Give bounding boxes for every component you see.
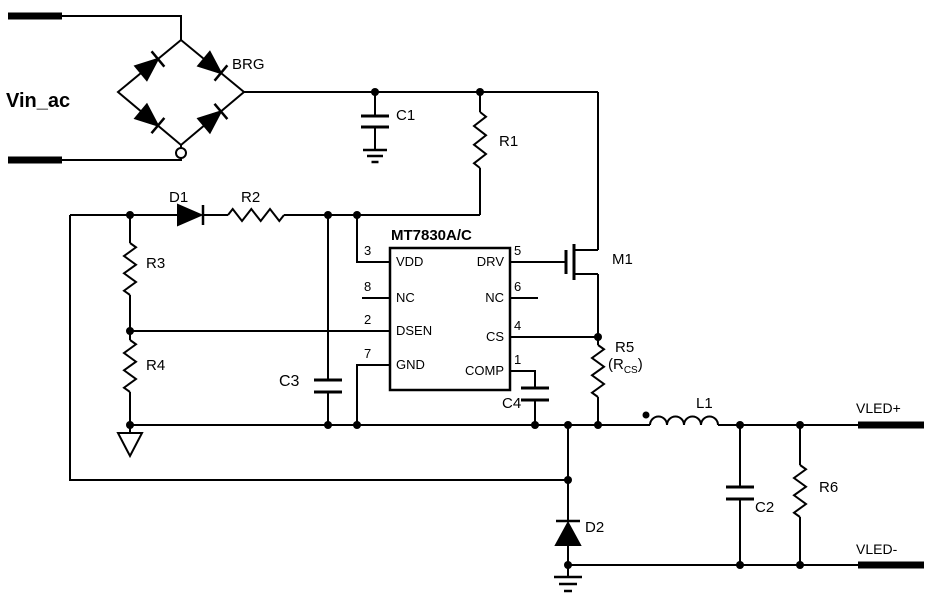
ground-earth-icon	[363, 148, 387, 164]
resistor-r4-symbol	[122, 339, 138, 433]
pin-name-gnd: GND	[396, 357, 425, 372]
resistor-r3-symbol	[122, 215, 138, 340]
vled-plus-label: VLED+	[856, 400, 901, 416]
capacitor-c4-symbol	[521, 386, 549, 425]
r5-alt-label: (RCS)	[608, 357, 643, 379]
resistor-r1-symbol	[472, 92, 488, 215]
c4-label: C4	[502, 395, 522, 412]
ground-triangle-icon	[116, 432, 144, 459]
r2-label: R2	[241, 189, 261, 206]
pin-name-nc-right: NC	[485, 290, 504, 305]
dc-bus-wire	[244, 91, 599, 250]
pin-number-4: 4	[514, 318, 522, 333]
pin-number-3: 3	[364, 243, 372, 258]
pin-name-comp: COMP	[465, 363, 504, 378]
pin-number-1: 1	[514, 352, 522, 367]
pin-number-6: 6	[514, 279, 522, 294]
pin-name-cs: CS	[485, 329, 504, 344]
r3-label: R3	[146, 255, 166, 272]
r4-label: R4	[146, 357, 166, 374]
pin-number-5: 5	[514, 243, 522, 258]
bridge-diode-icon	[196, 102, 229, 135]
output-terminal-bars	[858, 421, 924, 569]
bridge-diode-icon	[133, 102, 166, 135]
r5-label: R5	[615, 339, 635, 356]
bridge-diode-icon	[133, 50, 166, 82]
d1-label: D1	[169, 189, 189, 206]
ic-name: MT7830A/C	[391, 227, 472, 244]
ic-pin-wires	[130, 215, 598, 425]
c2-label: C2	[755, 499, 775, 516]
capacitor-c1-symbol	[361, 92, 389, 164]
bridge-label: BRG	[232, 56, 265, 73]
r1-label: R1	[499, 133, 519, 150]
resistor-r6-symbol	[792, 425, 808, 565]
capacitor-c3-symbol	[314, 215, 342, 425]
ic-body	[388, 246, 512, 392]
c3-label: C3	[279, 373, 300, 390]
r5-alt-subscript: CS	[623, 365, 638, 376]
input-label: Vin_ac	[6, 90, 71, 112]
r5-alt-prefix: (R	[608, 356, 624, 373]
pin-name-vdd: VDD	[396, 254, 424, 269]
input-terminal-bars	[8, 12, 62, 164]
winding-polarity-dot	[642, 411, 650, 419]
r6-label: R6	[819, 479, 839, 496]
diode-d1-symbol	[70, 203, 228, 227]
pin-name-drv: DRV	[476, 254, 504, 269]
pin-number-7: 7	[364, 346, 372, 361]
d2-label: D2	[585, 519, 605, 536]
pin-number-2: 2	[364, 312, 372, 327]
resistor-r5-symbol	[590, 337, 606, 425]
feedback-wire	[69, 215, 568, 481]
c1-label: C1	[396, 107, 416, 124]
capacitor-c2-symbol	[726, 425, 754, 565]
l1-label: L1	[696, 395, 713, 412]
pin-number-8: 8	[364, 279, 372, 294]
mosfet-m1-symbol	[564, 244, 599, 337]
vled-minus-label: VLED-	[856, 541, 898, 557]
diode-d2-symbol	[554, 425, 582, 593]
bridge-diode-icon	[196, 50, 229, 82]
junction-dots	[126, 88, 804, 569]
pin-name-dsen: DSEN	[396, 323, 433, 338]
m1-label: M1	[612, 251, 633, 268]
inductor-l1-symbol	[642, 411, 719, 426]
r5-alt-suffix: )	[637, 356, 643, 373]
pin-name-nc-left: NC	[396, 290, 415, 305]
resistor-r2-symbol	[227, 207, 480, 223]
ground-earth-icon	[554, 575, 582, 593]
bridge-rectifier-symbol	[62, 15, 246, 161]
